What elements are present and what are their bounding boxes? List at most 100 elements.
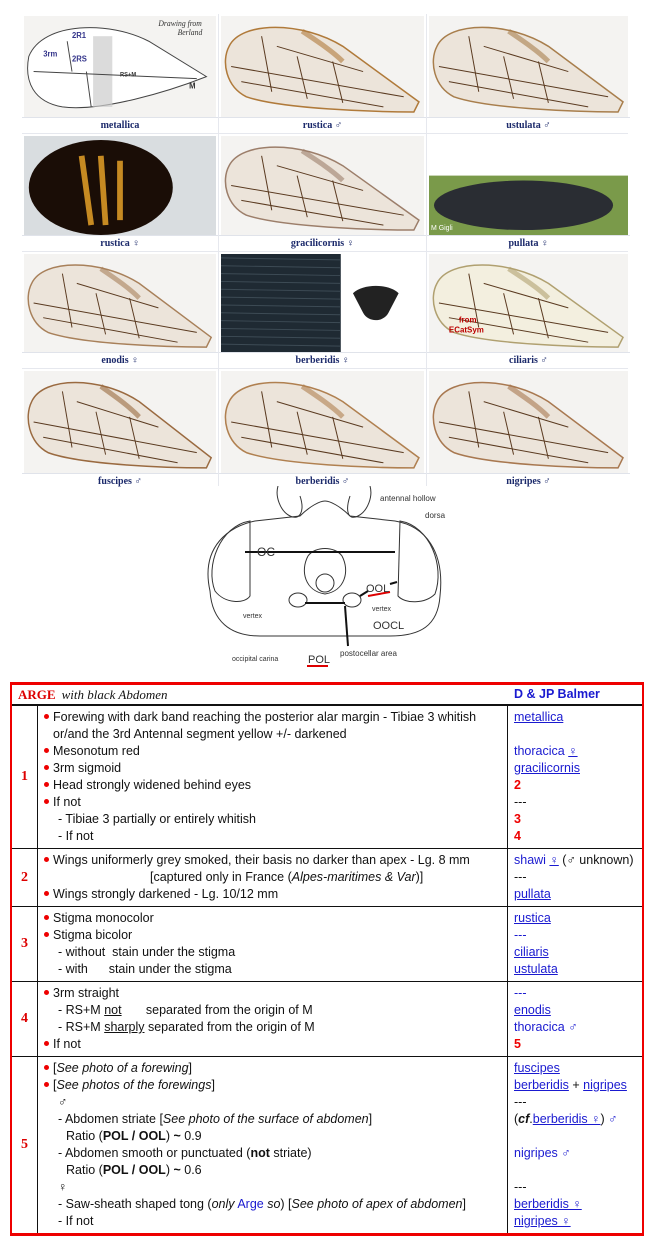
gallery-cell[interactable]: nigripes ♂ [427, 369, 630, 489]
text-segment: - Saw-sheath shaped tong ( [58, 1197, 212, 1211]
text-segment: ) [ [280, 1197, 292, 1211]
text-segment: Mesonotum red [53, 744, 140, 758]
key-result: enodis [514, 1002, 642, 1019]
text-segment: 3rm straight [53, 986, 119, 1000]
text-segment: --- [514, 795, 527, 809]
key-result: (cf.berberidis ♀) ♂ [514, 1111, 642, 1128]
svg-text:M Gigli: M Gigli [431, 225, 453, 232]
text-segment: Ratio ( [66, 1129, 103, 1143]
key-result: 4 [514, 828, 642, 845]
couplet-description: Wings uniformerly grey smoked, their bas… [38, 849, 508, 906]
bullet-icon [44, 915, 49, 921]
label-oocl: OOCL [373, 620, 404, 632]
key-result: thoracica ♀ [514, 743, 642, 760]
text-segment[interactable]: nigripes ♀ [514, 1214, 571, 1228]
couplet-number: 3 [12, 907, 38, 981]
gallery-cell[interactable]: fuscipes ♂ [22, 369, 218, 489]
key-line: - If not [40, 1213, 507, 1230]
text-segment: ] [188, 1061, 193, 1075]
text-segment: shawi [514, 853, 550, 867]
specimen-caption: pullata ♀ [427, 235, 630, 251]
gallery-cell[interactable]: enodis ♀ [22, 252, 218, 368]
text-segment[interactable]: ♀ [568, 744, 578, 758]
key-line: [See photo of a forewing] [40, 1060, 507, 1077]
key-result: 2 [514, 777, 642, 794]
text-segment: See photo of apex of abdomen [291, 1197, 463, 1211]
text-segment: ( [514, 1112, 519, 1126]
text-segment: Alpes-maritimes & Var [291, 870, 416, 884]
text-segment[interactable]: gracilicornis [514, 761, 580, 775]
key-result: shawi ♀ (♂ unknown) [514, 852, 642, 869]
text-segment[interactable]: metallica [514, 710, 564, 724]
gallery-cell[interactable]: rustica ♂ [219, 14, 426, 133]
text-segment[interactable]: ciliaris [514, 945, 549, 959]
gallery-cell[interactable]: gracilicornis ♀ [219, 134, 426, 251]
label-occipital-carina: occipital carina [232, 656, 278, 663]
text-segment: not [250, 1146, 270, 1160]
text-segment[interactable]: nigripes [583, 1078, 627, 1092]
specimen-caption: enodis ♀ [22, 352, 218, 368]
text-segment: Arge [237, 1197, 264, 1211]
svg-text:2RS: 2RS [72, 54, 87, 63]
key-result: ciliaris [514, 944, 642, 961]
label-postocellar-area: postocellar area [340, 649, 397, 658]
text-segment: Forewing with dark band reaching the pos… [53, 710, 477, 724]
text-segment[interactable]: rustica [514, 911, 551, 925]
text-segment: ~ [173, 1129, 181, 1143]
svg-text:Drawing from: Drawing from [157, 19, 202, 28]
text-segment[interactable]: ♀ [549, 853, 559, 867]
text-segment: Wings uniformerly grey smoked, their bas… [53, 853, 470, 867]
text-segment: separated from the origin of M [144, 1020, 315, 1034]
couplet-description: [See photo of a forewing][See photos of … [38, 1057, 508, 1233]
svg-text:from: from [459, 316, 477, 325]
text-segment[interactable]: ustulata [514, 962, 558, 976]
key-result: gracilicornis [514, 760, 642, 777]
key-line: - Tibiae 3 partially or entirely whitish [40, 811, 507, 828]
gallery-cell[interactable]: berberidis ♂ [219, 369, 426, 489]
key-line: Stigma bicolor [40, 927, 507, 944]
text-segment: - without stain under the stigma [58, 945, 236, 959]
text-segment[interactable]: berberidis [514, 1078, 569, 1092]
text-segment: - Tibiae 3 partially or entirely whitish [58, 812, 256, 826]
key-line: [See photos of the forewings] [40, 1077, 507, 1094]
svg-text:Berland: Berland [178, 28, 203, 37]
key-result: nigripes ♂ [514, 1145, 642, 1162]
gallery-cell[interactable]: rustica ♀ [22, 134, 218, 251]
specimen-caption: fuscipes ♂ [22, 473, 218, 489]
text-segment[interactable]: berberidis ♀ [532, 1112, 601, 1126]
text-segment[interactable]: berberidis ♀ [514, 1197, 582, 1211]
text-segment: (♂ unknown) [558, 853, 634, 867]
specimen-image [429, 16, 628, 117]
svg-text:ECatSym: ECatSym [449, 325, 484, 334]
text-segment: Head strongly widened behind eyes [53, 778, 252, 792]
gallery-cell[interactable]: ustulata ♂ [427, 14, 630, 133]
key-line: Head strongly widened behind eyes [40, 777, 507, 794]
key-result: fuscipes [514, 1060, 642, 1077]
key-line: - Abdomen striate [See photo of the surf… [40, 1111, 507, 1128]
specimen-caption: ustulata ♂ [427, 117, 630, 133]
key-result: rustica [514, 910, 642, 927]
label-ool: OOL [366, 583, 389, 595]
bullet-icon [44, 857, 49, 863]
key-result: berberidis ♀ [514, 1196, 642, 1213]
specimen-image [221, 16, 424, 117]
key-result: 3 [514, 811, 642, 828]
bullet-icon [44, 1041, 49, 1047]
gallery-cell[interactable]: M Gigli pullata ♀ [427, 134, 630, 251]
key-line: Forewing with dark band reaching the pos… [40, 709, 507, 726]
text-segment[interactable]: pullata [514, 887, 551, 901]
text-segment: or/and the 3rd Antennal segment yellow +… [53, 727, 347, 741]
gallery-cell[interactable]: berberidis ♀ [219, 252, 426, 368]
text-segment: ♀ [58, 1180, 68, 1194]
text-segment[interactable]: enodis [514, 1003, 551, 1017]
text-segment[interactable]: fuscipes [514, 1061, 560, 1075]
